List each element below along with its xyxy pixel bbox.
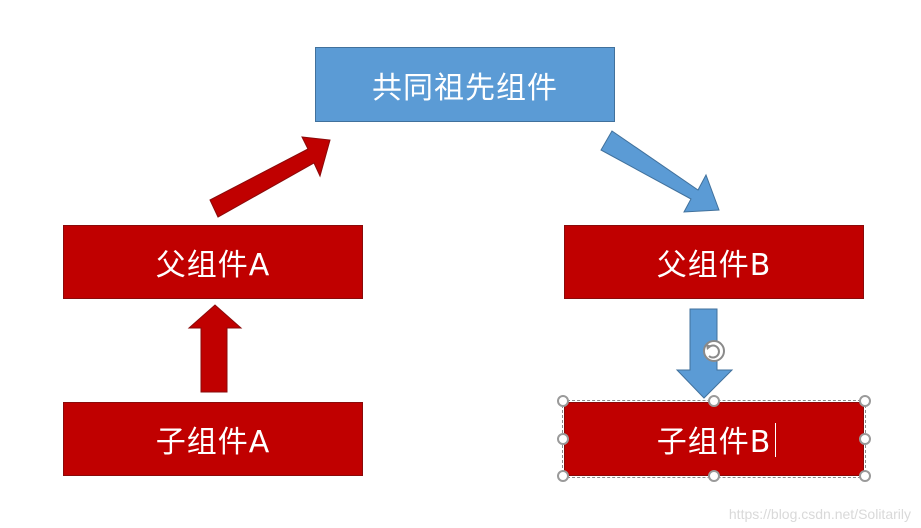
node-common-ancestor[interactable]: 共同祖先组件 (315, 47, 615, 122)
resize-handle-bottom-left[interactable] (557, 470, 569, 482)
resize-handle-top-left[interactable] (557, 395, 569, 407)
text-cursor (775, 423, 776, 457)
arrow-parent-a-to-ancestor-shape (209, 136, 331, 218)
watermark: https://blog.csdn.net/Solitarily (728, 506, 911, 522)
rotate-handle-icon[interactable] (703, 340, 725, 362)
resize-handle-bottom-center[interactable] (708, 470, 720, 482)
arrow-child-a-to-parent-a (187, 304, 243, 393)
resize-handle-top-center[interactable] (708, 395, 720, 407)
resize-handle-middle-left[interactable] (557, 433, 569, 445)
arrow-parent-a-to-ancestor (209, 134, 330, 218)
node-parent-a[interactable]: 父组件A (63, 225, 363, 299)
resize-handle-top-right[interactable] (859, 395, 871, 407)
node-child-a[interactable]: 子组件A (63, 402, 363, 476)
node-common-ancestor-label: 共同祖先组件 (372, 70, 558, 106)
resize-handle-bottom-right[interactable] (859, 470, 871, 482)
node-parent-b[interactable]: 父组件B (564, 225, 864, 299)
node-parent-a-label: 父组件A (155, 248, 271, 283)
node-child-b[interactable]: 子组件B (564, 402, 864, 476)
node-child-b-label: 子组件B (656, 425, 772, 460)
arrow-ancestor-to-parent-b (600, 130, 720, 213)
node-parent-b-label: 父组件B (656, 248, 772, 283)
node-child-a-label: 子组件A (155, 425, 271, 460)
arrow-parent-b-to-child-b (675, 308, 734, 399)
resize-handle-middle-right[interactable] (859, 433, 871, 445)
